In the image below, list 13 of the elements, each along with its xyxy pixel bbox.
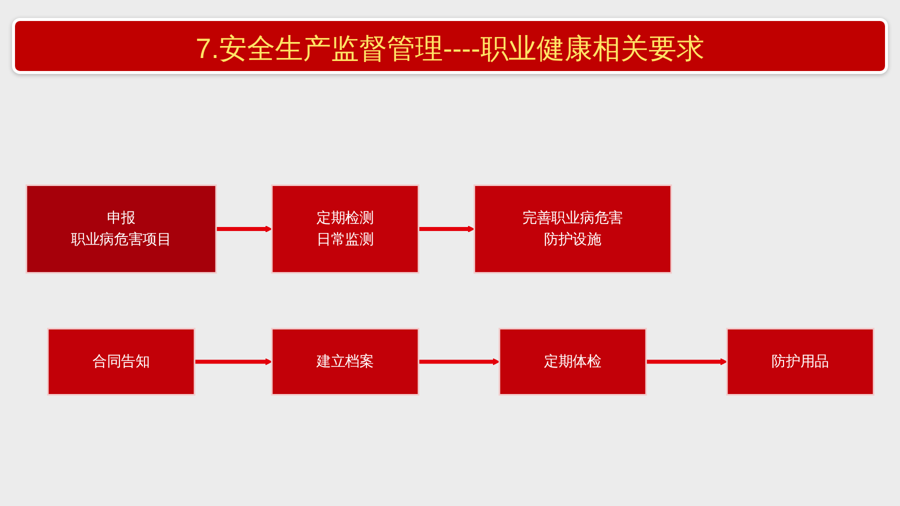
arrow [194,358,272,366]
node-box: 定期检测 日常监测 [271,184,420,274]
arrow [418,226,475,233]
node-box: 合同告知 [47,328,196,396]
node-box: 防护用品 [726,328,874,396]
node-box: 完善职业病危害防护设施 [474,184,672,274]
arrow [418,358,500,366]
arrow [646,358,728,366]
title-banner: 7.安全生产监督管理----职业健康相关要求 [12,18,888,74]
arrow [216,226,272,233]
node-box: 定期体检 [498,328,647,396]
node-box: 建立档案 [271,328,420,396]
node-box: 申报 职业病危害项目 [26,184,217,274]
